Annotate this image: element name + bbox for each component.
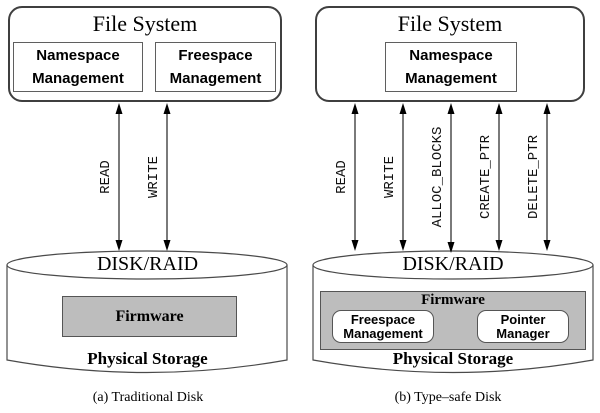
file-system-title-a: File System [92, 11, 198, 36]
arrow-alloc-blocks-b [447, 103, 455, 253]
file-system-box-b: File System Namespace Management [315, 6, 585, 102]
file-system-box-a: File System Namespace Management Freespa… [8, 6, 282, 102]
firmware-label-b: Firmware [421, 292, 485, 308]
arrow-delete-ptr-b [543, 103, 551, 251]
pointer-manager-box-b: Pointer Manager [477, 310, 569, 343]
physical-storage-label-a: Physical Storage [87, 349, 208, 368]
namespace-management-box-b: Namespace Management [385, 42, 517, 92]
physical-storage-label-b: Physical Storage [392, 349, 514, 368]
arrow-write-a [163, 103, 171, 251]
op-label-create-ptr-b: CREATE_PTR [478, 135, 494, 220]
disk-raid-title-a: DISK/RAID [96, 253, 199, 275]
caption-b: (b) Type–safe Disk [394, 390, 502, 405]
namespace-management-box-a: Namespace Management [13, 42, 143, 92]
freespace-management-box-a: Freespace Management [155, 42, 276, 92]
op-label-delete-ptr-b: DELETE_PTR [526, 135, 542, 220]
arrow-create-ptr-b [495, 103, 503, 251]
arrow-write-b [399, 103, 407, 251]
op-label-write-a: WRITE [146, 156, 162, 199]
op-label-read-b: READ [334, 160, 350, 194]
op-label-read-a: READ [98, 160, 114, 194]
disk-raid-title-b: DISK/RAID [402, 253, 504, 275]
file-system-title-b: File System [397, 11, 503, 36]
arrow-read-a [115, 103, 123, 251]
firmware-box-a: Firmware [62, 296, 237, 337]
op-label-alloc-blocks-b: ALLOC_BLOCKS [430, 126, 446, 228]
firmware-region-b: Firmware Freespace Management Pointer Ma… [320, 291, 586, 350]
caption-a: (a) Traditional Disk [92, 390, 204, 405]
op-label-write-b: WRITE [382, 156, 398, 199]
freespace-management-box-b: Freespace Management [332, 310, 434, 343]
arrow-read-b [351, 103, 359, 251]
